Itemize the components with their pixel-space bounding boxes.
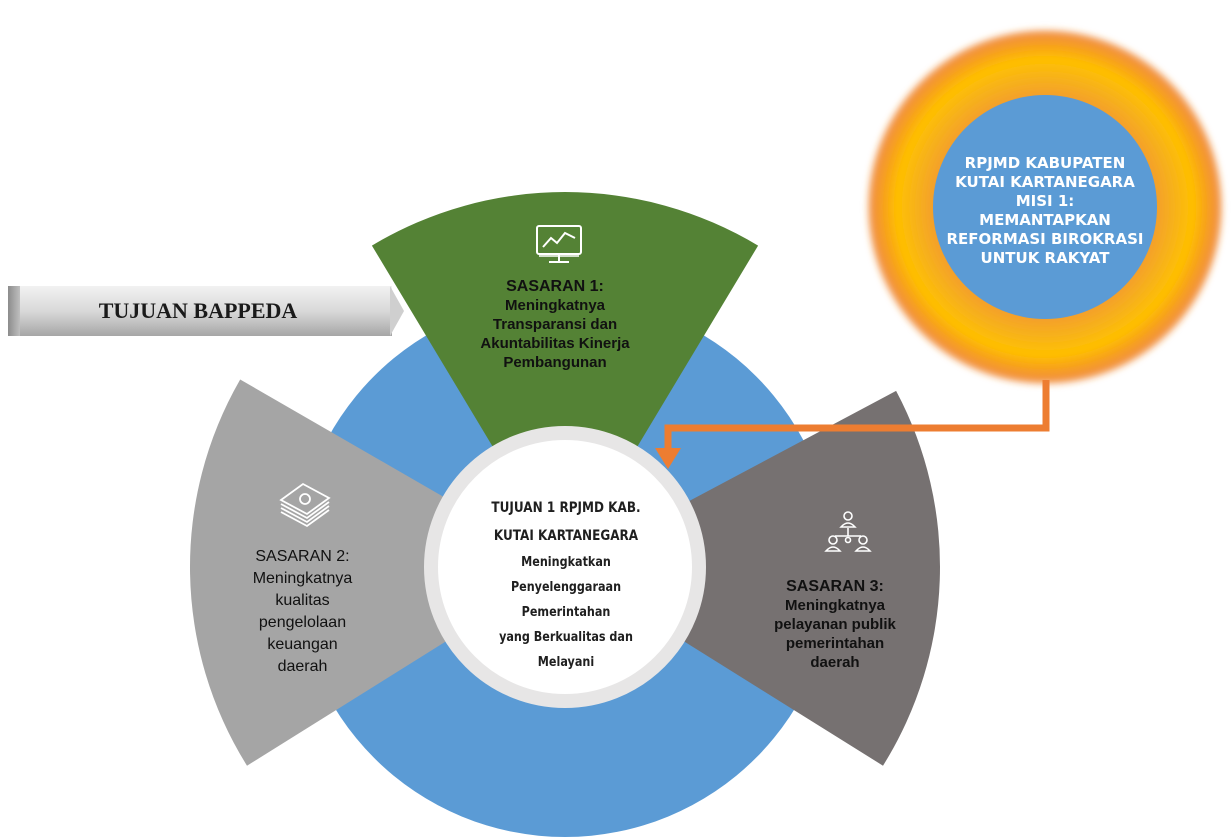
- sasaran-2-line: keuangan: [267, 636, 338, 653]
- center-body-line: Meningkatkan: [521, 555, 611, 570]
- mission-line: RPJMD KABUPATEN: [964, 154, 1126, 172]
- sasaran-2-title: SASARAN 2:: [255, 548, 350, 565]
- sasaran-2-wedge: [189, 379, 464, 766]
- sasaran-1-line: Meningkatnya: [504, 297, 606, 314]
- mission-line: UNTUK RAKYAT: [980, 249, 1110, 267]
- money-stack-icon: [279, 482, 331, 528]
- chart-monitor-icon: [536, 225, 582, 263]
- header-arrow-shape: [8, 286, 404, 336]
- mission-text: RPJMD KABUPATEN KUTAI KARTANEGARA MISI 1…: [930, 154, 1160, 268]
- mission-line: KUTAI KARTANEGARA: [955, 173, 1135, 191]
- center-title-line: TUJUAN 1 RPJMD KAB.: [491, 500, 641, 516]
- sasaran-2-line: pengelolaan: [258, 614, 347, 631]
- sasaran-2-text: SASARAN 2: Meningkatnya kualitas pengelo…: [240, 546, 365, 678]
- header-arrow-label: TUJUAN BAPPEDA: [98, 298, 298, 323]
- sasaran-3-wedge: [666, 390, 940, 766]
- people-hierarchy-icon: [824, 511, 872, 552]
- sasaran-3-line: Meningkatnya: [784, 597, 886, 614]
- sasaran-2-line: daerah: [277, 658, 328, 675]
- sasaran-1-wedge: [371, 192, 759, 465]
- sasaran-3-line: pelayanan publik: [774, 616, 896, 633]
- sasaran-2-line: Meningkatnya: [252, 570, 353, 587]
- center-circle: [424, 426, 706, 708]
- center-body-line: Melayani: [537, 655, 595, 670]
- mission-line: MEMANTAPKAN: [979, 211, 1111, 229]
- center-body-line: Penyelenggaraan: [510, 580, 622, 595]
- mission-sun: [865, 27, 1225, 387]
- sasaran-1-title: SASARAN 1:: [506, 278, 604, 295]
- sasaran-3-title: SASARAN 3:: [786, 578, 884, 595]
- sasaran-3-text: SASARAN 3: Meningkatnya pelayanan publik…: [750, 577, 920, 672]
- sasaran-1-text: SASARAN 1: Meningkatnya Transparansi dan…: [450, 277, 660, 372]
- sasaran-3-line: daerah: [810, 654, 860, 671]
- sasaran-2-line: kualitas: [275, 592, 330, 609]
- connector-arrow: [655, 380, 1050, 469]
- center-body-line: yang Berkualitas dan: [499, 630, 633, 645]
- center-title-line: KUTAI KARTANEGARA: [493, 528, 639, 544]
- sasaran-1-line: Akuntabilitas Kinerja: [480, 335, 630, 352]
- center-text: TUJUAN 1 RPJMD KAB. KUTAI KARTANEGARA Me…: [466, 494, 666, 677]
- sasaran-1-line: Pembangunan: [503, 354, 607, 371]
- mission-line: MISI 1:: [1015, 192, 1075, 210]
- mission-line: REFORMASI BIROKRASI: [946, 230, 1144, 248]
- sasaran-3-line: pemerintahan: [785, 635, 885, 652]
- center-body-line: Pemerintahan: [521, 605, 611, 620]
- sasaran-1-line: Transparansi dan: [492, 316, 618, 333]
